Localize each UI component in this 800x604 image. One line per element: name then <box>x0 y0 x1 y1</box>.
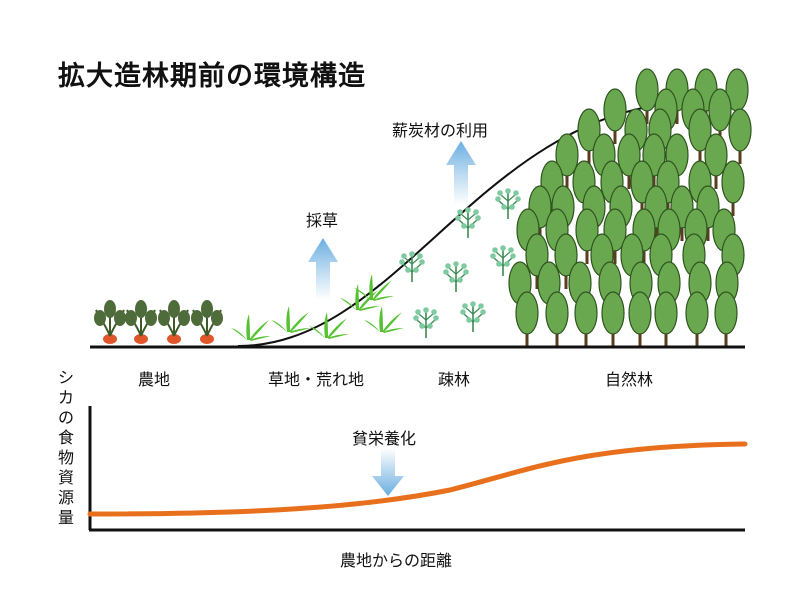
annotation-fuel-use: 薪炭材の利用 <box>392 121 489 140</box>
sapling-icon <box>399 251 425 282</box>
tree-icon <box>654 291 678 347</box>
tree-icon <box>721 160 745 216</box>
crop-icon <box>191 300 223 344</box>
sapling-icon <box>413 307 439 338</box>
sapling-icon <box>443 261 469 292</box>
sapling-icon <box>495 188 521 219</box>
sapling-icon <box>490 245 516 276</box>
down-arrow-icon <box>372 448 404 496</box>
tree-icon <box>601 291 625 347</box>
crop-icon <box>125 300 157 344</box>
tree-icon <box>515 291 539 347</box>
grass-icon <box>340 284 380 311</box>
grass-icon <box>271 306 311 333</box>
tree-icon <box>728 108 752 164</box>
tree-icon <box>714 291 738 347</box>
grass-icon <box>231 314 271 341</box>
up-arrow-icon <box>446 141 476 205</box>
annotation-poor-nutrition: 貧栄養化 <box>352 429 417 448</box>
tree-icon <box>555 133 579 189</box>
tree-icon <box>628 291 652 347</box>
tree-icon <box>545 291 569 347</box>
crop-group <box>94 300 223 344</box>
sapling-group <box>399 188 521 338</box>
sapling-icon <box>455 207 481 238</box>
zone-label-grassland: 草地・荒れ地 <box>268 370 365 389</box>
diagram-title: 拡大造林期前の環境構造 <box>58 61 366 92</box>
tree-icon <box>577 108 601 164</box>
food-resource-curve <box>87 441 748 517</box>
grass-icon <box>364 306 404 333</box>
y-axis-label: シカの食物資源量 <box>57 368 74 527</box>
zone-label-farmland: 農地 <box>138 370 171 389</box>
forest-group <box>508 68 752 347</box>
sapling-icon <box>460 301 486 332</box>
annotation-grass-cut: 採草 <box>306 211 339 230</box>
tree-icon <box>704 133 728 189</box>
grass-icon <box>354 274 394 301</box>
zone-label-natural-forest: 自然林 <box>605 370 654 389</box>
crop-icon <box>158 300 190 344</box>
tree-icon <box>685 291 709 347</box>
tree-icon <box>574 291 598 347</box>
up-arrow-icon <box>308 238 338 300</box>
tree-icon <box>554 233 578 289</box>
grass-group <box>231 274 404 341</box>
succession-curve <box>237 100 746 347</box>
x-axis-label: 農地からの距離 <box>340 551 453 570</box>
tree-icon <box>603 88 627 144</box>
crop-icon <box>94 300 126 344</box>
tree-icon <box>635 68 659 124</box>
tree-icon <box>575 208 599 264</box>
zone-label-sparse-forest: 疎林 <box>438 370 471 389</box>
grass-icon <box>309 312 349 339</box>
tree-icon <box>688 108 712 164</box>
